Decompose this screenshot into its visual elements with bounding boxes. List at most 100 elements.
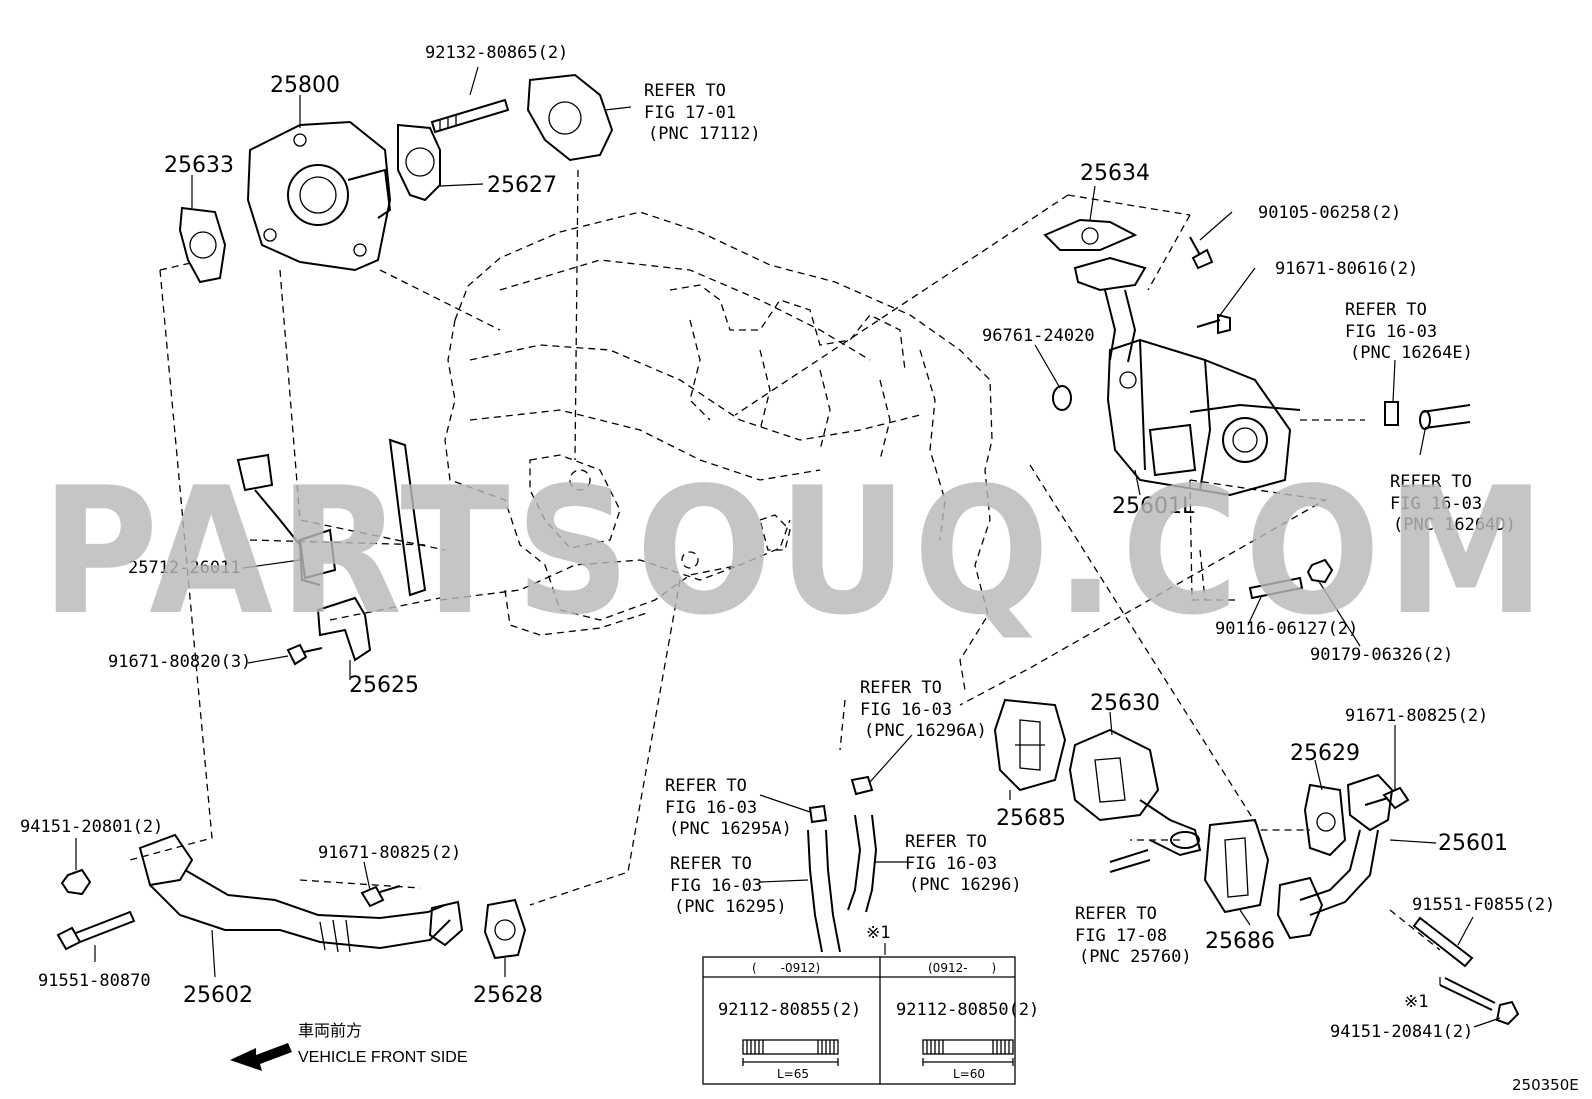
diagram-code: 250350E — [1512, 1076, 1579, 1094]
refer-17-01-line3: (PNC 17112) — [648, 124, 761, 144]
assembly-lines — [129, 169, 1441, 951]
leader-lines — [75, 66, 1501, 1028]
part-91671-80825-bolt-left[interactable] — [360, 885, 401, 908]
label-92132-80865[interactable]: 92132-80865(2) — [425, 43, 568, 63]
part-25686-gasket[interactable] — [1203, 818, 1270, 914]
refer-16295-line1: REFER TO — [670, 854, 752, 874]
part-25630-egr-cooler[interactable] — [1068, 728, 1202, 857]
part-ref-16295A-clamp — [808, 804, 828, 824]
part-94151-20801-nut[interactable] — [60, 868, 92, 896]
part-92132-stud[interactable] — [430, 98, 510, 134]
label-25630[interactable]: 25630 — [1090, 691, 1160, 716]
refer-16296A-line1: REFER TO — [860, 678, 942, 698]
refer-16264D-line3: (PNC 16264D) — [1393, 515, 1516, 535]
part-ref-16296A-clamp — [850, 775, 874, 796]
part-90105-bolt[interactable] — [1189, 236, 1214, 270]
part-25601L-egr-valve[interactable] — [1106, 338, 1301, 497]
part-25634-gasket[interactable] — [1043, 218, 1138, 251]
label-90116-06127[interactable]: 90116-06127(2) — [1215, 619, 1358, 639]
part-91671-80825-bolt-right[interactable] — [1364, 786, 1410, 810]
label-25625[interactable]: 25625 — [349, 673, 419, 698]
part-25628-gasket[interactable] — [483, 898, 527, 960]
part-25800-throttle-body[interactable] — [246, 120, 392, 272]
refer-17-08-line2: FIG 17-08 — [1075, 926, 1167, 946]
label-96761-24020[interactable]: 96761-24020 — [982, 326, 1095, 346]
refer-17-01-line2: FIG 17-01 — [644, 103, 736, 123]
note-mark-side: ※1 — [1404, 992, 1428, 1012]
refer-17-08-line1: REFER TO — [1075, 904, 1157, 924]
label-25634[interactable]: 25634 — [1080, 161, 1150, 186]
vehicle-front-en: VEHICLE FRONT SIDE — [298, 1049, 468, 1066]
part-94151-20841-nut[interactable] — [1439, 977, 1520, 1026]
refer-16296A-line2: FIG 16-03 — [860, 700, 952, 720]
part-egr-pipe-upper[interactable] — [1073, 256, 1147, 363]
refer-16295-line2: FIG 16-03 — [670, 876, 762, 896]
part-91551-F0855-bolt[interactable] — [1412, 916, 1474, 968]
refer-17-01-line1: REFER TO — [644, 81, 726, 101]
label-91671-80820[interactable]: 91671-80820(3) — [108, 652, 251, 672]
part-ref-17-08-pipe — [1109, 849, 1151, 873]
refer-17-08-line3: (PNC 25760) — [1079, 947, 1192, 967]
part-ref-17-01-flange — [526, 73, 614, 162]
label-91671-80825-right[interactable]: 91671-80825(2) — [1345, 706, 1488, 726]
part-25602-egr-pipe[interactable] — [138, 833, 464, 953]
table-col1-part[interactable]: 92112-80855(2) — [718, 1000, 861, 1020]
variant-table: ( -0912) (0912- ) 92112-80855(2) 92112-8… — [702, 956, 1039, 1085]
label-91551-F0855[interactable]: 91551-F0855(2) — [1412, 895, 1555, 915]
refer-16264E-line3: (PNC 16264E) — [1350, 343, 1473, 363]
label-94151-20841[interactable]: 94151-20841(2) — [1330, 1022, 1473, 1042]
label-25800[interactable]: 25800 — [270, 73, 340, 98]
label-25629[interactable]: 25629 — [1290, 741, 1360, 766]
table-col1-length: L=65 — [777, 1067, 809, 1081]
part-25633-gasket[interactable] — [178, 206, 227, 284]
part-25712-sensor[interactable] — [236, 453, 337, 586]
label-25686[interactable]: 25686 — [1205, 929, 1275, 954]
part-ref-16296-hose — [847, 814, 878, 913]
part-ref-16295-hose — [807, 829, 841, 953]
refer-16295A-line3: (PNC 16295A) — [669, 819, 792, 839]
label-25685[interactable]: 25685 — [996, 806, 1066, 831]
label-25601[interactable]: 25601 — [1438, 831, 1508, 856]
label-25712-26011[interactable]: 25712-26011 — [128, 558, 241, 578]
label-91671-80616[interactable]: 91671-80616(2) — [1275, 259, 1418, 279]
refer-16264D-line2: FIG 16-03 — [1390, 494, 1482, 514]
part-25685-gasket[interactable] — [993, 698, 1067, 792]
refer-16295A-line2: FIG 16-03 — [665, 798, 757, 818]
part-25625-bracket[interactable] — [316, 438, 427, 662]
label-94151-20801[interactable]: 94151-20801(2) — [20, 817, 163, 837]
label-25633[interactable]: 25633 — [164, 153, 234, 178]
label-90105-06258[interactable]: 90105-06258(2) — [1258, 203, 1401, 223]
part-96761-o-ring[interactable] — [1052, 385, 1072, 411]
refer-16296-line3: (PNC 16296) — [909, 875, 1022, 895]
label-25602[interactable]: 25602 — [183, 983, 253, 1008]
watermark: PARTSOUQ.COM — [41, 451, 1551, 654]
label-91551-80870[interactable]: 91551-80870 — [38, 971, 151, 991]
vehicle-front-jp: 車両前方 — [298, 1022, 362, 1040]
table-col2-header: (0912- ) — [928, 961, 996, 975]
label-25628[interactable]: 25628 — [473, 983, 543, 1008]
part-91671-80616-bolt[interactable] — [1196, 313, 1231, 335]
front-arrow-icon — [230, 1043, 292, 1071]
part-90116-stud[interactable] — [1248, 576, 1304, 600]
label-25627[interactable]: 25627 — [487, 173, 557, 198]
vehicle-front-indicator: 車両前方 VEHICLE FRONT SIDE — [230, 1022, 468, 1071]
part-labels: 92132-80865(2) 25800 REFER TO FIG 17-01 … — [20, 43, 1555, 1042]
part-91671-80820-bolt[interactable] — [286, 643, 323, 666]
part-25601-egr-pipe[interactable] — [1276, 773, 1394, 940]
table-col2-part[interactable]: 92112-80850(2) — [896, 1000, 1039, 1020]
stud-drawing-L65 — [742, 1039, 839, 1066]
refer-16295A-line1: REFER TO — [665, 776, 747, 796]
refer-16296A-line3: (PNC 16296A) — [864, 721, 987, 741]
part-25627-gasket[interactable] — [397, 123, 441, 202]
label-90179-06326[interactable]: 90179-06326(2) — [1310, 645, 1453, 665]
label-91671-80825-left[interactable]: 91671-80825(2) — [318, 843, 461, 863]
label-25601L[interactable]: 25601L — [1112, 494, 1195, 519]
part-91551-80870-bolt[interactable] — [56, 910, 136, 951]
part-ref-16264E-clamp — [1384, 401, 1399, 426]
refer-16295-line3: (PNC 16295) — [674, 897, 787, 917]
refer-16264E-line2: FIG 16-03 — [1345, 322, 1437, 342]
refer-16296-line2: FIG 16-03 — [905, 854, 997, 874]
part-90179-nut[interactable] — [1306, 558, 1334, 584]
part-25629-gasket[interactable] — [1303, 783, 1347, 857]
